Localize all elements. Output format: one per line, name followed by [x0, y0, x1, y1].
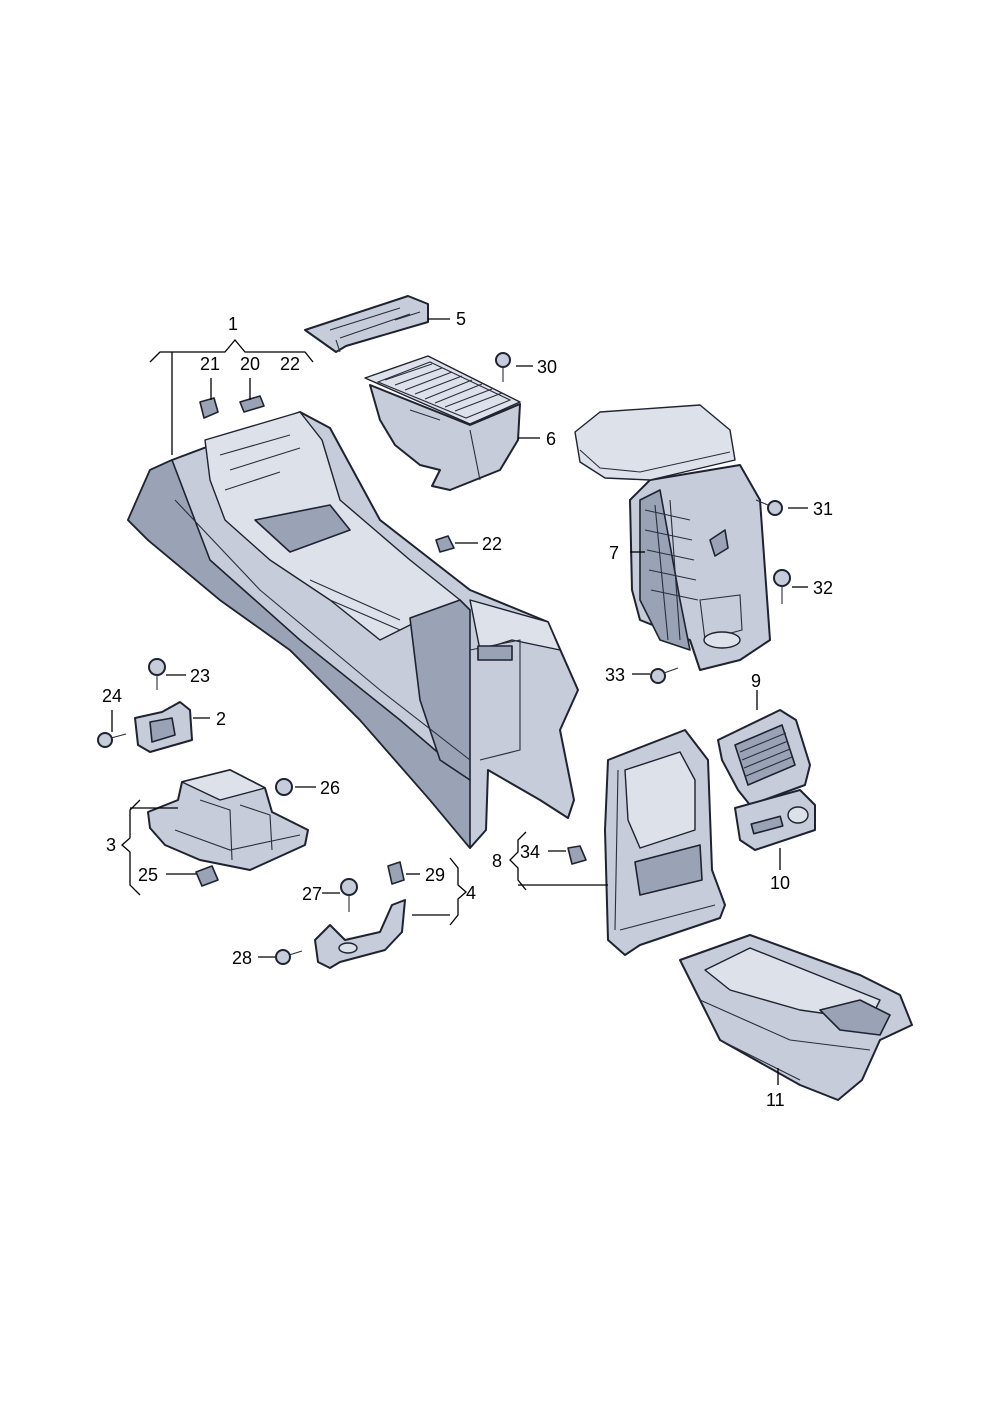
- mounting-bracket-part-4[interactable]: [314, 899, 406, 969]
- screw-part-32[interactable]: [773, 569, 791, 604]
- switch-housing-part-3[interactable]: [147, 769, 309, 871]
- clip-part-21[interactable]: [199, 397, 219, 419]
- callout-labels: 1 21 20 22 5 30 6 7 31 32 22 23 24 2 33 …: [102, 309, 833, 1110]
- callout-28: 28: [232, 948, 252, 968]
- screw-part-30[interactable]: [495, 352, 511, 382]
- leader-lines: [111, 318, 808, 1085]
- callout-29: 29: [425, 865, 445, 885]
- screw-part-28[interactable]: [275, 949, 303, 965]
- screw-part-24[interactable]: [97, 732, 127, 748]
- callout-7: 7: [609, 543, 619, 563]
- callout-21: 21: [200, 354, 220, 374]
- callout-22-top: 22: [280, 354, 300, 374]
- callout-24: 24: [102, 686, 122, 706]
- tray-insert-part-5[interactable]: [304, 295, 429, 353]
- clip-part-20[interactable]: [239, 395, 265, 413]
- callout-31: 31: [813, 499, 833, 519]
- callout-1: 1: [228, 314, 238, 334]
- clip-part-22[interactable]: [435, 535, 455, 553]
- callout-8: 8: [492, 851, 502, 871]
- rear-trim-frame-part-8[interactable]: [604, 729, 726, 956]
- callout-11: 11: [766, 1090, 785, 1110]
- callout-32: 32: [813, 578, 833, 598]
- callout-6: 6: [546, 429, 556, 449]
- callout-34: 34: [520, 842, 540, 862]
- callout-22-mid: 22: [482, 534, 502, 554]
- bracket-part-2[interactable]: [134, 701, 193, 753]
- callout-10: 10: [770, 873, 790, 893]
- storage-bin-part-6[interactable]: [364, 355, 521, 491]
- screw-part-31[interactable]: [755, 499, 783, 516]
- callout-4: 4: [466, 883, 476, 903]
- air-vent-part-9[interactable]: [717, 709, 811, 806]
- rear-storage-tray-part-11[interactable]: [679, 934, 913, 1101]
- screw-part-33[interactable]: [650, 667, 679, 684]
- center-console-part-1[interactable]: [127, 411, 579, 849]
- clip-part-29[interactable]: [387, 861, 405, 885]
- callout-33: 33: [605, 665, 625, 685]
- screw-part-23[interactable]: [148, 658, 166, 690]
- screw-part-27[interactable]: [340, 878, 358, 912]
- callout-2: 2: [216, 709, 226, 729]
- armrest-lid[interactable]: [574, 404, 736, 481]
- callout-27: 27: [302, 884, 322, 904]
- armrest-frame-part-7[interactable]: [629, 464, 771, 671]
- callout-25: 25: [138, 865, 158, 885]
- clip-part-25[interactable]: [195, 865, 219, 887]
- callout-30: 30: [537, 357, 557, 377]
- callout-5: 5: [456, 309, 466, 329]
- callout-23: 23: [190, 666, 210, 686]
- callout-20: 20: [240, 354, 260, 374]
- callout-9: 9: [751, 671, 761, 691]
- callout-26: 26: [320, 778, 340, 798]
- nut-part-26[interactable]: [275, 778, 293, 796]
- callout-3: 3: [106, 835, 116, 855]
- socket-panel-part-10[interactable]: [734, 789, 816, 851]
- clip-part-34[interactable]: [567, 845, 587, 865]
